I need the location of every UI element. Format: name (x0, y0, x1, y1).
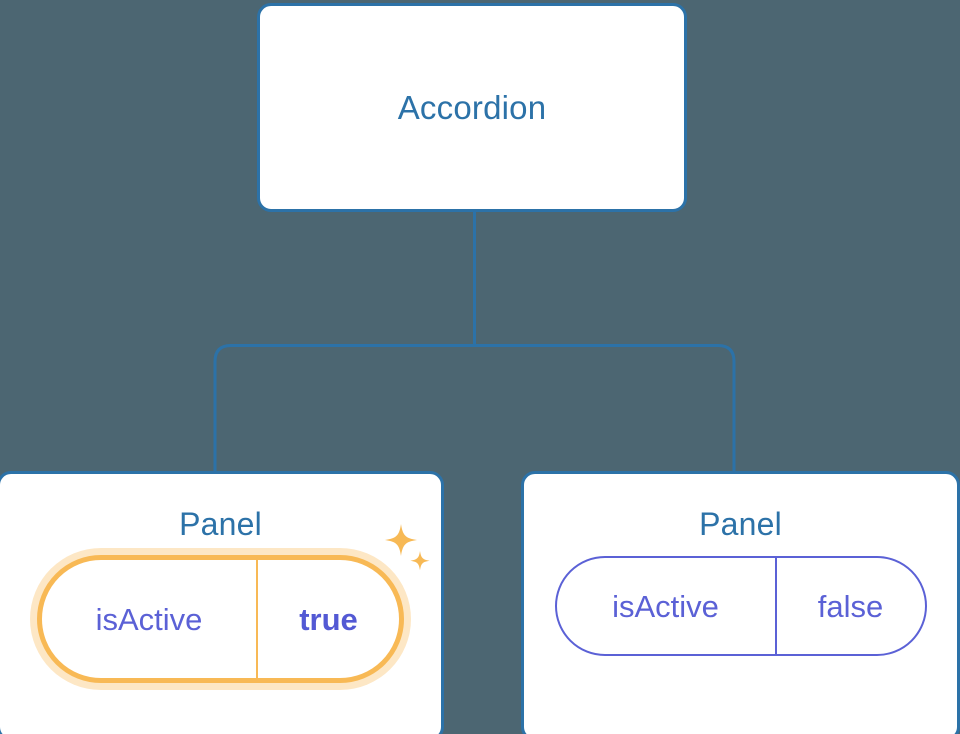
sparkle-large-icon (385, 524, 417, 556)
prop-pill-isactive-true[interactable]: isActive true (37, 524, 430, 683)
prop-key-label: isActive (612, 588, 719, 624)
connector-branch-left (213, 344, 475, 472)
prop-value-label: false (774, 558, 925, 654)
prop-pill-isactive-false[interactable]: isActive false (554, 556, 927, 656)
node-title-accordion: Accordion (397, 89, 547, 126)
prop-key-label: isActive (95, 601, 203, 637)
connector-branch-right (474, 344, 736, 472)
tree-node-panel-inactive[interactable]: Panel isActive false (521, 471, 960, 734)
prop-value-label: true (256, 560, 399, 678)
node-title-panel-inactive: Panel (699, 506, 782, 542)
tree-node-accordion[interactable]: Accordion (257, 3, 687, 212)
tree-node-panel-active[interactable]: Panel isActive true (0, 471, 444, 734)
node-title-panel-active: Panel (179, 506, 262, 542)
sparkle-small-icon (410, 551, 430, 571)
